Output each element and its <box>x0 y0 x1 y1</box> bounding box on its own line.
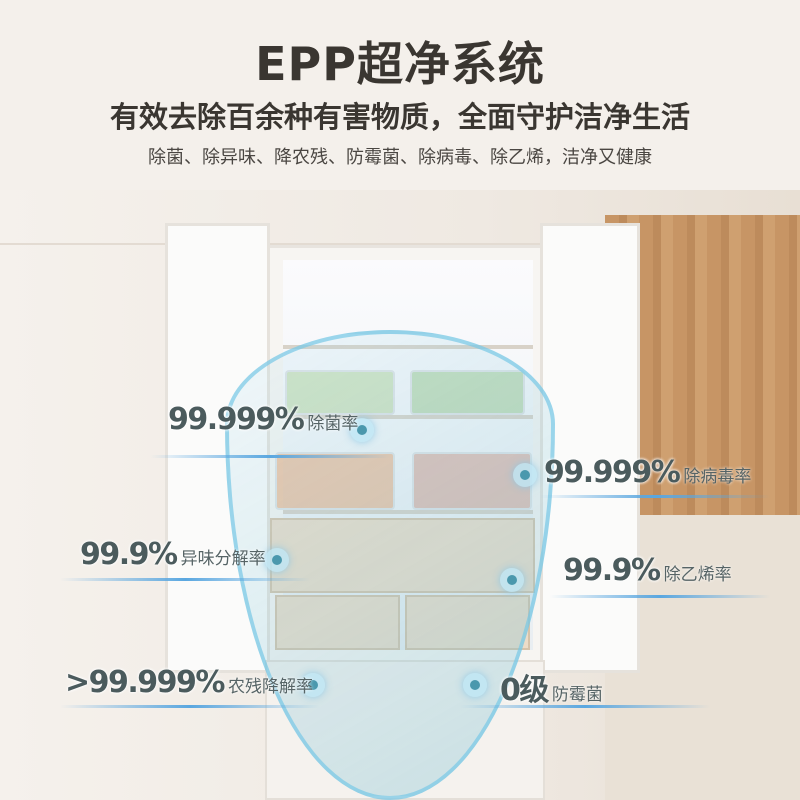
stat-value: 99.999% <box>168 402 305 437</box>
marker-dot <box>265 548 289 572</box>
stat-label: 除乙烯率 <box>663 565 732 585</box>
stat-value: 0级 <box>500 673 549 708</box>
marker-dot <box>350 418 374 442</box>
marker-dot <box>301 673 325 697</box>
subtitle: 有效去除百余种有害物质，全面守护洁净生活 <box>109 100 690 134</box>
marker-dot <box>463 673 487 697</box>
page-title: EPP超净系统 <box>255 37 545 91</box>
stat-antivirus: 99.999% 除病毒率 <box>544 455 751 490</box>
stat-label: 除病毒率 <box>683 467 752 487</box>
marker-dot <box>500 568 524 592</box>
stat-pesticide: >99.999% 农残降解率 <box>65 665 313 700</box>
stat-label: 异味分解率 <box>180 549 266 569</box>
stat-label: 农残降解率 <box>227 677 313 697</box>
upper-cabinet <box>0 190 600 245</box>
stat-value: 99.999% <box>544 455 681 490</box>
stat-label: 防霉菌 <box>551 685 603 705</box>
glow-line <box>460 705 710 708</box>
glow-line <box>60 578 310 581</box>
stat-label: 除菌率 <box>307 414 359 434</box>
feature-list: 除菌、除异味、降农残、防霉菌、除病毒、除乙烯，洁净又健康 <box>148 147 652 168</box>
stat-value: 99.9% <box>563 553 661 588</box>
glow-line <box>540 495 770 498</box>
header-banner: EPP超净系统 有效去除百余种有害物质，全面守护洁净生活 除菌、除异味、降农残、… <box>0 0 800 190</box>
marker-dot <box>513 463 537 487</box>
stat-value: >99.999% <box>65 665 225 700</box>
stat-value: 99.9% <box>80 537 178 572</box>
stat-odor: 99.9% 异味分解率 <box>80 537 266 572</box>
stat-mold: 0级 防霉菌 <box>500 665 603 709</box>
stat-ethylene: 99.9% 除乙烯率 <box>563 553 732 588</box>
glow-line <box>60 705 320 708</box>
right-door <box>540 223 640 673</box>
glow-line <box>550 595 770 598</box>
stat-sterilization: 99.999% 除菌率 <box>168 402 358 437</box>
glow-line <box>150 455 390 458</box>
